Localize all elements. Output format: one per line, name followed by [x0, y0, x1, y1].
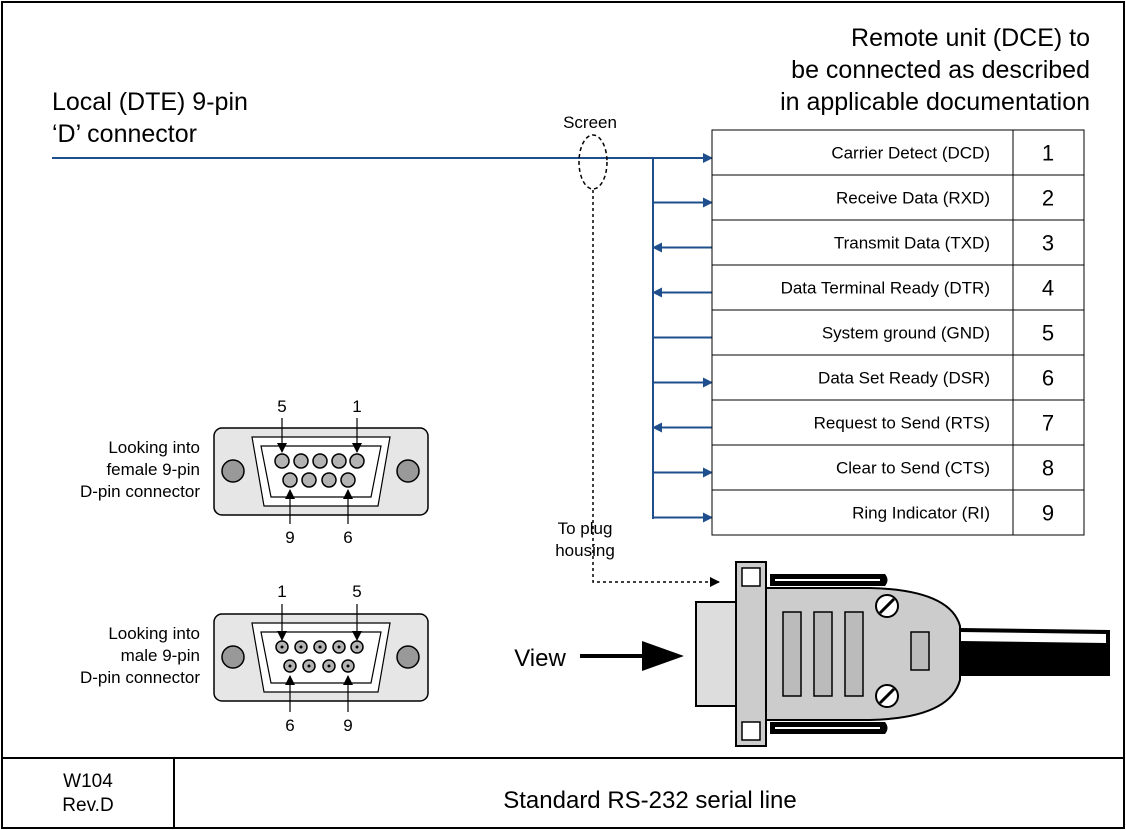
pin-number: 6	[1042, 366, 1054, 391]
remote-unit-label-line3: in applicable documentation	[780, 88, 1090, 116]
male-pins	[275, 640, 364, 673]
connector-pin-center	[355, 645, 359, 649]
connector-pin-center	[307, 664, 311, 668]
female-pin-label-9: 9	[285, 528, 294, 547]
pin-table-border	[711, 129, 1085, 536]
pin-number: 3	[1042, 231, 1054, 256]
signal-wires	[652, 197, 713, 523]
connector-pin-center	[299, 645, 303, 649]
female-caption-line3: D-pin connector	[80, 482, 200, 501]
connector-pin	[349, 453, 365, 469]
plug-flange	[735, 561, 767, 747]
pin-number: 5	[1042, 321, 1054, 346]
plug-screw-top-slot	[878, 597, 896, 615]
plug-vent-3	[844, 611, 864, 697]
male-pin-label-5: 5	[352, 582, 361, 601]
female-pin-label-5: 5	[277, 397, 286, 416]
view-arrow-head	[642, 641, 684, 671]
connector-pin	[274, 453, 290, 469]
local-connector-label-line1: Local (DTE) 9-pin	[52, 88, 248, 116]
plug-front-shield	[695, 601, 741, 707]
male-caption-line3: D-pin connector	[80, 668, 200, 687]
female-caption-line1: Looking into	[108, 438, 200, 457]
male-mount-hole-left	[221, 645, 245, 669]
pin-signal-label: Request to Send (RTS)	[814, 414, 990, 433]
plug-housing-label-line2: housing	[555, 541, 615, 560]
plug-housing-label-line1: To plug	[558, 519, 613, 538]
connector-pin-center	[280, 645, 284, 649]
male-connector: Looking into male 9-pin D-pin connector …	[80, 582, 429, 735]
screen-label: Screen	[563, 113, 617, 132]
drawing-code: W104	[63, 771, 113, 792]
connector-pin	[301, 472, 317, 488]
male-mount-hole-right	[396, 645, 420, 669]
revision-label: Rev.D	[62, 795, 113, 816]
pin-number: 8	[1042, 456, 1054, 481]
pin-number: 1	[1042, 141, 1054, 166]
pin-number: 2	[1042, 186, 1054, 211]
remote-unit-label-line1: Remote unit (DCE) to	[851, 24, 1090, 52]
connector-pin	[331, 453, 347, 469]
screen-drain-line	[592, 190, 720, 587]
pin-signal-label: Receive Data (RXD)	[836, 189, 990, 208]
remote-unit-label-line2: be connected as described	[791, 56, 1090, 84]
pin-signal-label: Carrier Detect (DCD)	[831, 144, 990, 163]
female-pin-label-1: 1	[352, 397, 361, 416]
male-pin-label-1: 1	[277, 582, 286, 601]
local-connector-label-line2: ‘D’ connector	[52, 120, 197, 148]
pin-signal-label: Data Set Ready (DSR)	[818, 369, 990, 388]
female-mount-hole-left	[221, 459, 245, 483]
female-caption-line2: female 9-pin	[106, 460, 200, 479]
connector-pin-center	[337, 645, 341, 649]
pin-signal-label: System ground (GND)	[822, 324, 990, 343]
female-pins	[274, 453, 365, 488]
connector-pin	[321, 472, 337, 488]
pin-signal-label: Ring Indicator (RI)	[852, 504, 990, 523]
pin-number: 4	[1042, 276, 1054, 301]
plug-screw-bottom-slot	[878, 687, 896, 705]
female-pin-label-6: 6	[343, 528, 352, 547]
screen-ellipse	[578, 134, 608, 190]
male-face-inner	[260, 631, 382, 684]
pin-number: 9	[1042, 501, 1054, 526]
view-label: View	[514, 645, 566, 672]
connector-pin	[282, 472, 298, 488]
female-mount-hole-right	[396, 459, 420, 483]
connector-pin	[312, 453, 328, 469]
connector-pin-center	[346, 664, 350, 668]
connector-pin-center	[327, 664, 331, 668]
plug-cable-highlight	[960, 632, 1106, 643]
d-sub-plug-illustration	[695, 561, 1110, 747]
pin-signal-label: Transmit Data (TXD)	[834, 234, 990, 253]
male-caption-line1: Looking into	[108, 624, 200, 643]
plug-side-slot	[910, 631, 930, 671]
male-caption-line2: male 9-pin	[121, 646, 200, 665]
plug-flange-notch-bottom	[741, 721, 761, 741]
connector-pin-center	[318, 645, 322, 649]
connector-pin	[340, 472, 356, 488]
pin-number: 7	[1042, 411, 1054, 436]
plug-flange-notch-top	[741, 567, 761, 587]
pin-signal-label: Clear to Send (CTS)	[836, 459, 990, 478]
connector-pin	[293, 453, 309, 469]
connector-pin-center	[288, 664, 292, 668]
male-pin-label-9: 9	[343, 716, 352, 735]
female-connector: Looking into female 9-pin D-pin connecto…	[80, 397, 429, 547]
male-pin-label-6: 6	[285, 716, 294, 735]
pin-signal-label: Data Terminal Ready (DTR)	[781, 279, 990, 298]
plug-vent-1	[782, 611, 802, 697]
plug-vent-2	[813, 611, 833, 697]
footer-title: Standard RS-232 serial line	[503, 787, 797, 814]
